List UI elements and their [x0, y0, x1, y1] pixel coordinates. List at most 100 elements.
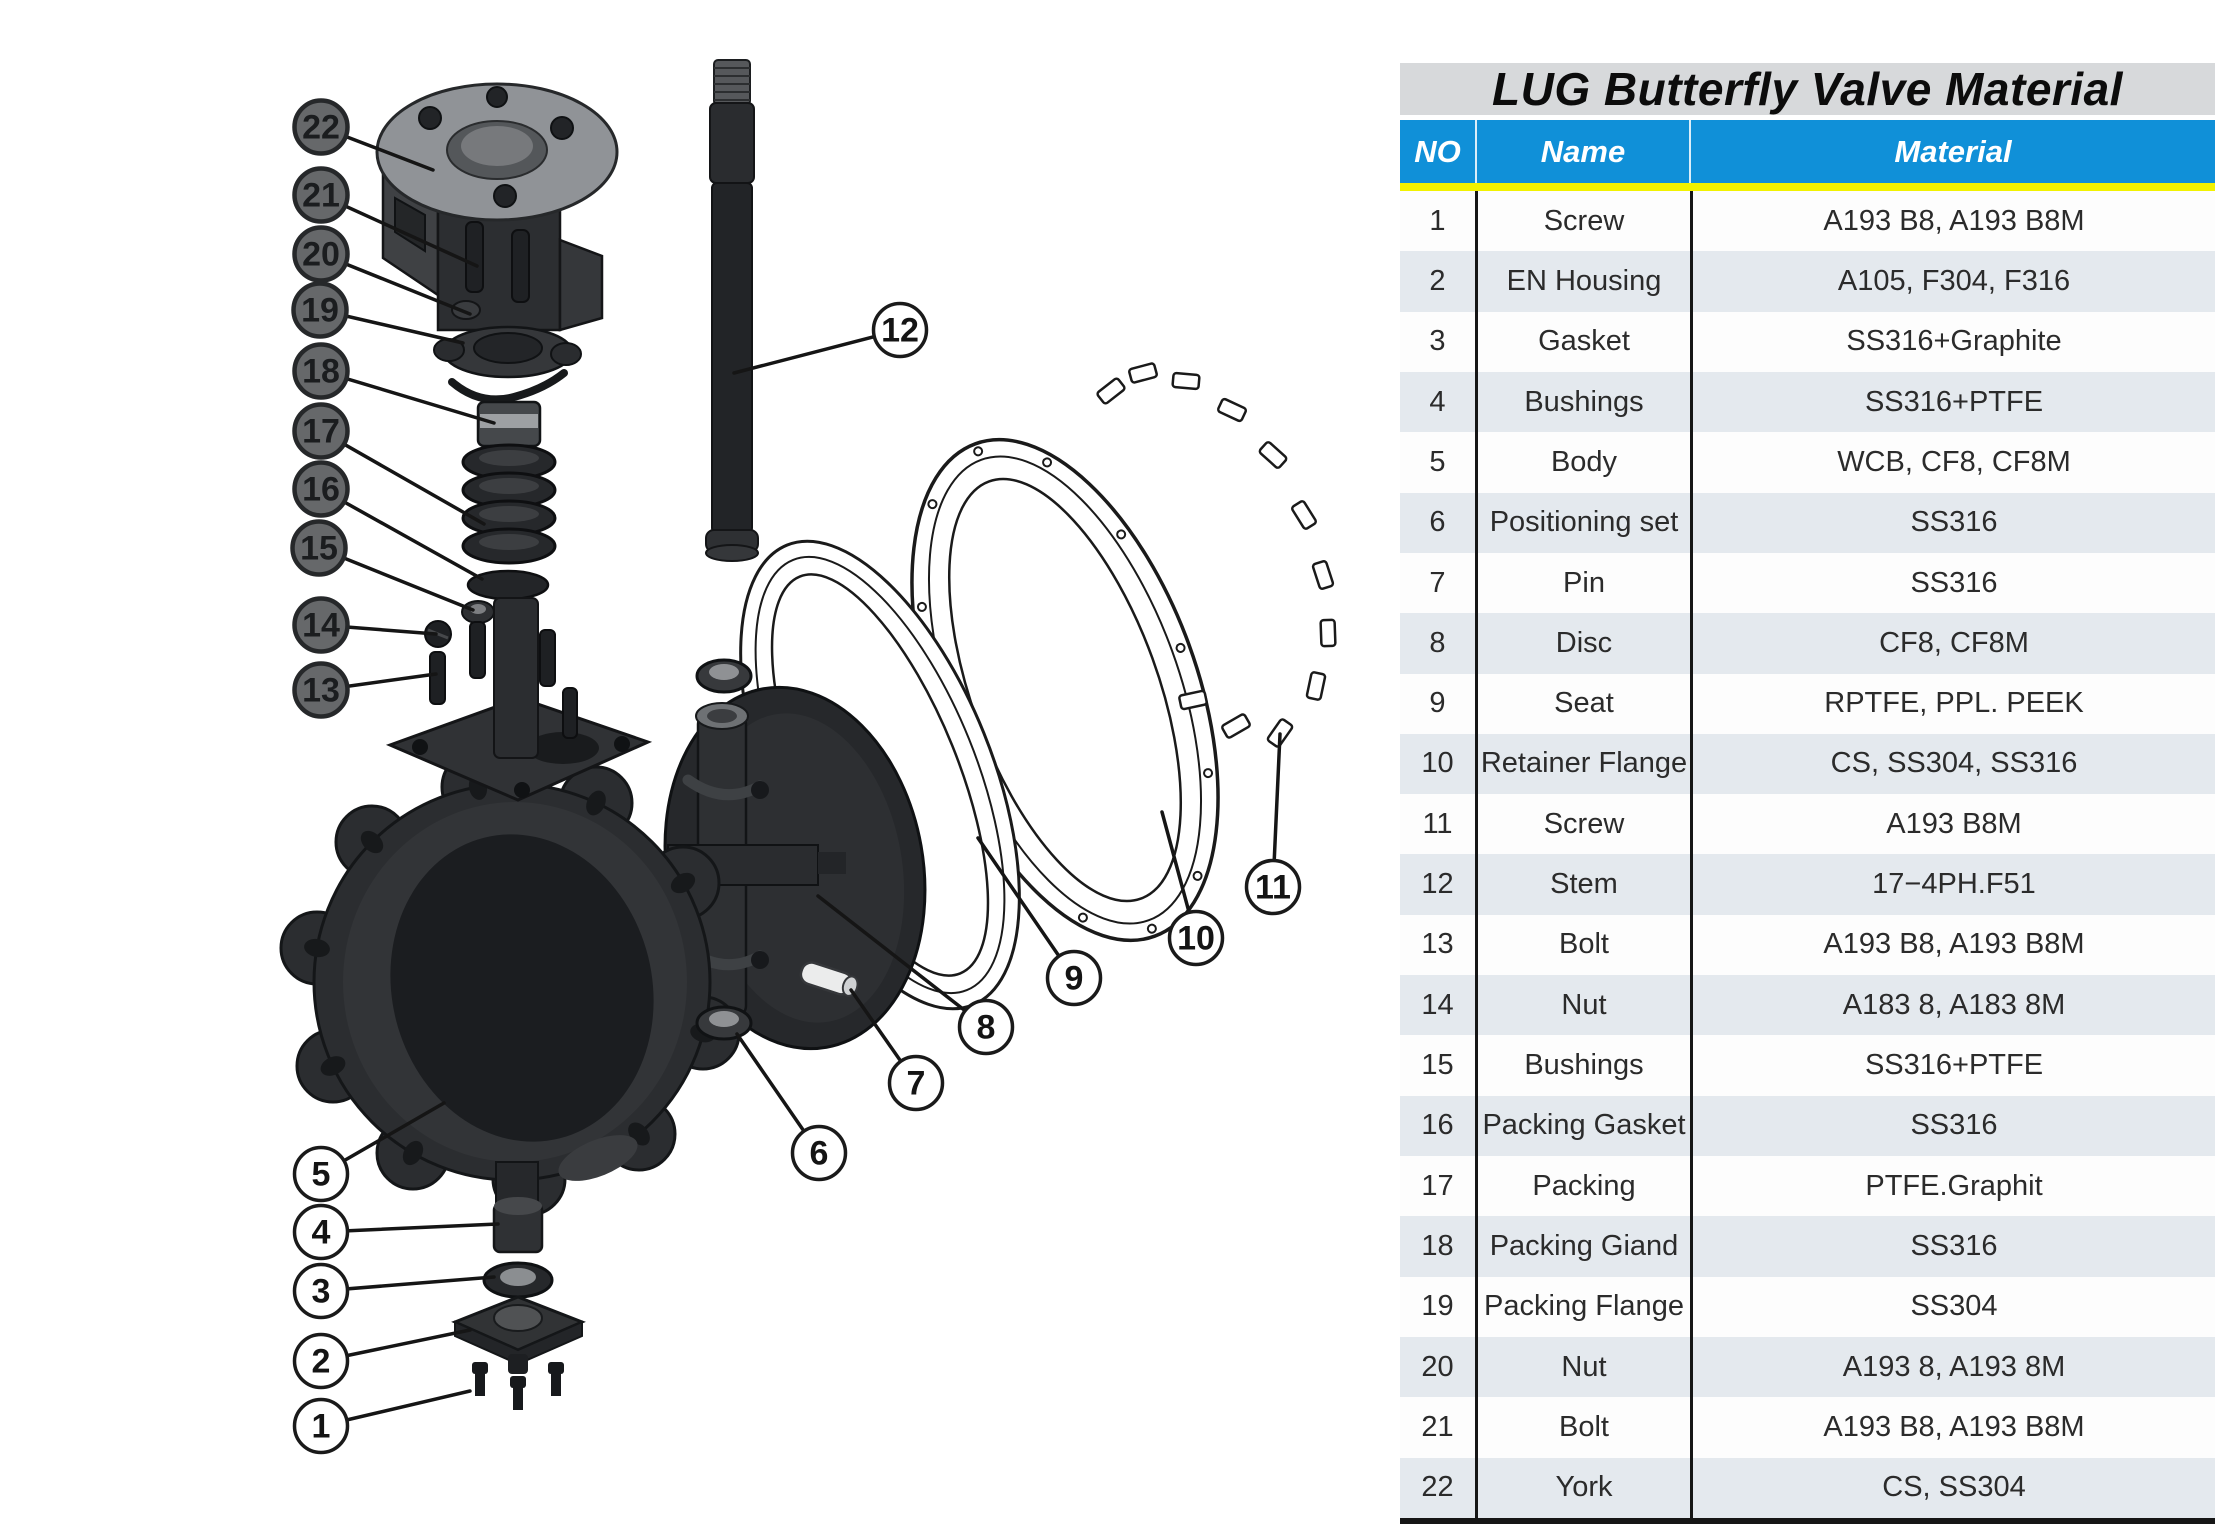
leader-line-9 [976, 836, 1076, 980]
callout-3: 3 [292, 1262, 350, 1320]
callout-5: 5 [292, 1145, 350, 1203]
svg-text:13: 13 [302, 672, 340, 710]
svg-text:12: 12 [881, 312, 919, 350]
svg-text:19: 19 [301, 292, 339, 330]
cell-name: Seat [1475, 673, 1690, 734]
cell-material: A193 8, A193 8M [1690, 1336, 2215, 1398]
cell-material: CS, SS304, SS316 [1690, 733, 2215, 795]
callout-1: 1 [292, 1397, 350, 1455]
cell-name: Packing Giand [1475, 1216, 1690, 1277]
svg-text:11: 11 [1255, 869, 1291, 907]
callout-16: 16 [292, 460, 350, 518]
cell-no: 17 [1421, 1169, 1454, 1202]
stem-part [705, 59, 759, 562]
leader-line-17 [319, 429, 486, 526]
cell-name: Bushings [1475, 1035, 1690, 1096]
cell-name: Positioning set [1475, 492, 1690, 553]
cell-name: York [1475, 1457, 1690, 1518]
cell-no: 19 [1421, 1290, 1454, 1323]
bottom-shaft-parts [451, 1197, 586, 1410]
cell-no: 10 [1421, 747, 1454, 780]
cell-no: 22 [1421, 1471, 1454, 1504]
svg-text:14: 14 [302, 607, 340, 645]
callout-15: 15 [290, 519, 348, 577]
cell-name: Bushings [1475, 371, 1690, 433]
cell-no: 2 [1429, 264, 1446, 297]
cell-no: 15 [1421, 1049, 1454, 1082]
column-header-material: Material [1689, 120, 2215, 183]
cell-material: A193 B8, A193 B8M [1690, 914, 2215, 976]
cell-material: SS316+PTFE [1690, 1035, 2215, 1096]
cell-material: SS316 [1690, 492, 2215, 553]
svg-text:4: 4 [312, 1214, 331, 1252]
cell-material: SS316+PTFE [1690, 371, 2215, 433]
cell-name: Screw [1475, 794, 1690, 855]
pin-part [799, 961, 859, 997]
cell-no: 5 [1429, 445, 1446, 478]
cell-material: A193 B8M [1690, 794, 2215, 855]
leader-line-12 [732, 328, 902, 375]
cell-no: 3 [1429, 325, 1446, 358]
svg-text:16: 16 [302, 471, 340, 509]
cell-material: RPTFE, PPL. PEEK [1690, 673, 2215, 734]
cell-name: Pin [1475, 552, 1690, 614]
cell-material: A105, F304, F316 [1690, 251, 2215, 312]
cell-no: 20 [1421, 1350, 1454, 1383]
column-header-no: NO [1414, 133, 1461, 169]
callout-21: 21 [292, 166, 350, 224]
svg-text:18: 18 [302, 353, 340, 391]
cell-name: Bolt [1475, 914, 1690, 976]
stem-packing-assembly [424, 221, 582, 759]
callout-22: 22 [292, 98, 350, 156]
cell-material: CS, SS304 [1690, 1457, 2215, 1518]
svg-text:3: 3 [312, 1273, 331, 1311]
callout-7: 7 [887, 1054, 945, 1112]
svg-text:21: 21 [302, 177, 340, 215]
leader-line-4 [319, 1222, 500, 1234]
screw-circle-dashed [1096, 362, 1337, 748]
cell-name: EN Housing [1475, 251, 1690, 312]
cell-no: 21 [1421, 1410, 1454, 1443]
svg-text:9: 9 [1065, 960, 1084, 998]
cell-no: 16 [1421, 1109, 1454, 1142]
cell-name: Bolt [1475, 1397, 1690, 1458]
leader-line-3 [319, 1275, 496, 1293]
cell-material: A193 B8, A193 B8M [1690, 191, 2215, 252]
svg-text:2: 2 [312, 1343, 331, 1381]
cell-name: Nut [1475, 1336, 1690, 1398]
cell-no: 6 [1429, 506, 1446, 539]
callout-4: 4 [292, 1203, 350, 1261]
cell-material: CF8, CF8M [1690, 613, 2215, 674]
cell-name: Stem [1475, 854, 1690, 915]
cell-no: 9 [1429, 687, 1446, 720]
cell-material: SS304 [1690, 1276, 2215, 1337]
cell-no: 14 [1421, 988, 1454, 1021]
positioning-bushing-top [695, 658, 753, 694]
table-title: LUG Butterfly Valve Material [1400, 63, 2215, 115]
yoke-part [375, 82, 619, 332]
cell-material: A183 8, A183 8M [1690, 975, 2215, 1036]
callout-14: 14 [292, 596, 350, 654]
cell-name: Retainer Flange [1475, 733, 1690, 795]
table-header: NO Name Material [1400, 120, 2215, 183]
cell-material: SS316+Graphite [1690, 311, 2215, 372]
svg-text:15: 15 [300, 530, 338, 568]
svg-text:22: 22 [302, 109, 340, 147]
svg-text:7: 7 [907, 1065, 926, 1103]
callout-2: 2 [292, 1332, 350, 1390]
callout-18: 18 [292, 342, 350, 400]
cell-name: Body [1475, 432, 1690, 493]
callout-6: 6 [790, 1124, 848, 1182]
